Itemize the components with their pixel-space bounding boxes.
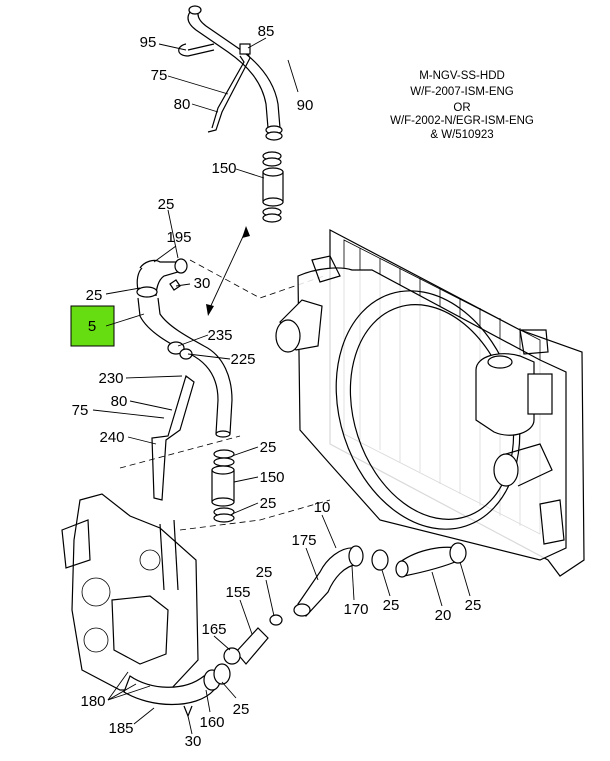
- part-label-75-top[interactable]: 75: [151, 67, 168, 84]
- mid-coupling-stack: [211, 449, 235, 523]
- part-label-95[interactable]: 95: [140, 34, 157, 51]
- part-label-10[interactable]: 10: [314, 499, 331, 516]
- part-labels: 95 85 75 90 80 150 25 195 30 25 235 225 …: [72, 23, 482, 750]
- part-label-25-e[interactable]: 25: [383, 597, 400, 614]
- part-label-25-g[interactable]: 25: [256, 564, 273, 581]
- part-label-25-f[interactable]: 25: [465, 597, 482, 614]
- part-label-80-mid[interactable]: 80: [111, 393, 128, 410]
- part-label-185[interactable]: 185: [108, 720, 133, 737]
- part-label-25-h[interactable]: 25: [233, 701, 250, 718]
- part-label-165[interactable]: 165: [201, 621, 226, 638]
- part-label-235[interactable]: 235: [207, 327, 232, 344]
- mid-fill-pipe: [136, 258, 233, 501]
- highlight-label: 5: [88, 318, 96, 335]
- part-label-240[interactable]: 240: [99, 429, 124, 446]
- part-label-25-a[interactable]: 25: [158, 196, 175, 213]
- note-line-1: M-NGV-SS-HDD: [419, 70, 505, 82]
- part-label-80-top[interactable]: 80: [174, 96, 191, 113]
- part-label-230[interactable]: 230: [98, 370, 123, 387]
- part-label-25-c[interactable]: 25: [260, 439, 277, 456]
- part-label-150-top[interactable]: 150: [211, 160, 236, 177]
- part-label-155[interactable]: 155: [225, 584, 250, 601]
- part-label-225[interactable]: 225: [230, 351, 255, 368]
- part-label-195[interactable]: 195: [166, 229, 191, 246]
- part-label-170[interactable]: 170: [343, 601, 368, 618]
- radiator-assembly: [275, 229, 585, 577]
- part-label-25-b[interactable]: 25: [86, 287, 103, 304]
- part-label-180[interactable]: 180: [80, 693, 105, 710]
- note-line-2: W/F-2007-ISM-ENG: [410, 86, 514, 98]
- part-label-20[interactable]: 20: [435, 607, 452, 624]
- part-label-90[interactable]: 90: [297, 97, 314, 114]
- part-label-30-bot[interactable]: 30: [185, 733, 202, 750]
- lower-hoses: [223, 542, 467, 665]
- engine-front-cover: [61, 493, 231, 718]
- part-label-75-mid[interactable]: 75: [72, 402, 89, 419]
- note-line-4: W/F-2002-N/EGR-ISM-ENG: [390, 115, 534, 127]
- part-label-30-top[interactable]: 30: [194, 275, 211, 292]
- configuration-note: M-NGV-SS-HDD W/F-2007-ISM-ENG OR W/F-200…: [390, 70, 534, 141]
- part-label-25-d[interactable]: 25: [260, 495, 277, 512]
- part-label-85[interactable]: 85: [258, 23, 275, 40]
- highlight-callout: 5: [70, 305, 145, 347]
- connection-arrow: [206, 226, 250, 316]
- part-label-150-mid[interactable]: 150: [259, 469, 284, 486]
- callout-leaders: [92, 37, 471, 735]
- note-line-3: OR: [453, 102, 470, 114]
- part-label-175[interactable]: 175: [291, 532, 316, 549]
- note-line-5: & W/510923: [430, 129, 493, 141]
- part-label-160[interactable]: 160: [199, 714, 224, 731]
- upper-coupling-stack: [262, 151, 284, 223]
- upper-fill-pipe: [178, 5, 283, 141]
